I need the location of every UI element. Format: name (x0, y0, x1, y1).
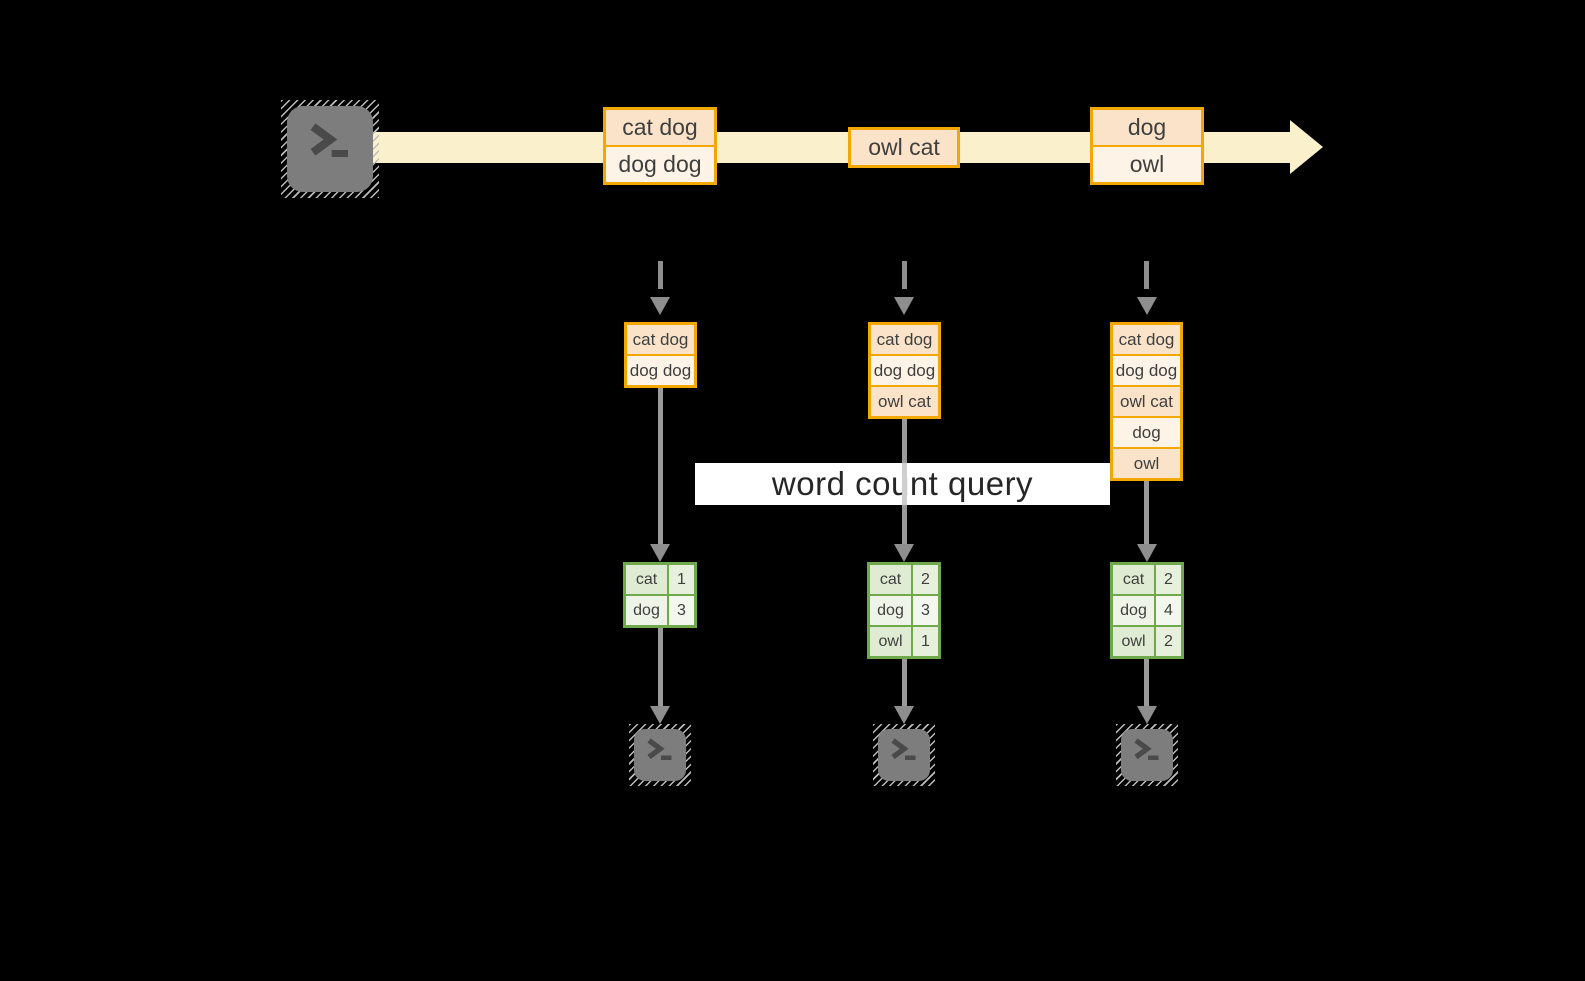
state-cell: cat dog (627, 325, 694, 354)
ingest-arrow-head (894, 297, 914, 315)
state-cell: owl cat (871, 387, 938, 416)
word-cell: cat (870, 565, 911, 594)
ingest-arrow-head (1137, 297, 1157, 315)
count-cell: 3 (669, 596, 694, 625)
output-arrow-line (902, 658, 907, 706)
count-cell: 2 (913, 565, 938, 594)
stream-event-cell: dog dog (606, 147, 714, 182)
state-box: cat dog dog dog owl cat (868, 322, 941, 419)
stream-event-box: dog owl (1090, 107, 1204, 185)
terminal-screen (634, 729, 686, 781)
output-arrow-head (1137, 706, 1157, 724)
word-count-table: cat 1 dog 3 (623, 562, 697, 628)
word-count-table: cat 2 dog 3 owl 1 (867, 562, 941, 659)
query-arrow-line (658, 387, 663, 544)
table-row: cat 1 (626, 565, 694, 594)
query-arrow-line-overlap (902, 463, 907, 505)
stream-event-box: owl cat (848, 127, 960, 168)
state-box: cat dog dog dog owl cat dog owl (1110, 322, 1183, 481)
ingest-arrow-dash (902, 261, 907, 289)
count-cell: 2 (1156, 627, 1181, 656)
table-row: cat 2 (870, 565, 938, 594)
query-arrow-head (1137, 544, 1157, 562)
terminal-screen (878, 729, 930, 781)
state-cell: dog dog (627, 356, 694, 385)
output-arrow-head (894, 706, 914, 724)
stream-event-cell: owl cat (851, 130, 957, 165)
state-cell: cat dog (1113, 325, 1180, 354)
source-terminal-icon (281, 100, 379, 198)
stream-event-cell: owl (1093, 147, 1201, 182)
stream-event-cell: dog (1093, 110, 1201, 145)
query-arrow-head (650, 544, 670, 562)
output-terminal-icon (1116, 724, 1178, 786)
terminal-screen (287, 106, 373, 192)
state-cell: cat dog (871, 325, 938, 354)
table-row: dog 3 (626, 596, 694, 625)
terminal-prompt-icon (891, 738, 916, 760)
ingest-arrow-head (650, 297, 670, 315)
terminal-prompt-icon (1134, 738, 1159, 760)
table-row: dog 3 (870, 596, 938, 625)
word-cell: dog (626, 596, 667, 625)
count-cell: 1 (913, 627, 938, 656)
ingest-arrow-dash (1144, 261, 1149, 289)
table-row: owl 2 (1113, 627, 1181, 656)
output-arrow-line (1144, 658, 1149, 706)
state-cell: dog dog (871, 356, 938, 385)
word-cell: dog (1113, 596, 1154, 625)
state-cell: owl cat (1113, 387, 1180, 416)
output-terminal-icon (873, 724, 935, 786)
terminal-prompt-icon (647, 738, 672, 760)
state-cell: dog dog (1113, 356, 1180, 385)
output-arrow-line (658, 627, 663, 706)
state-cell: owl (1113, 449, 1180, 478)
query-arrow-line (1144, 479, 1149, 544)
terminal-screen (1121, 729, 1173, 781)
terminal-prompt-icon (310, 123, 348, 157)
count-cell: 3 (913, 596, 938, 625)
table-row: dog 4 (1113, 596, 1181, 625)
stream-event-box: cat dog dog dog (603, 107, 717, 185)
stream-event-cell: cat dog (606, 110, 714, 145)
table-row: cat 2 (1113, 565, 1181, 594)
count-cell: 1 (669, 565, 694, 594)
count-cell: 4 (1156, 596, 1181, 625)
word-cell: dog (870, 596, 911, 625)
word-cell: cat (626, 565, 667, 594)
state-cell: dog (1113, 418, 1180, 447)
ingest-arrow-dash (658, 261, 663, 289)
count-cell: 2 (1156, 565, 1181, 594)
output-arrow-head (650, 706, 670, 724)
state-box: cat dog dog dog (624, 322, 697, 388)
word-cell: cat (1113, 565, 1154, 594)
query-arrow-head (894, 544, 914, 562)
word-cell: owl (870, 627, 911, 656)
stream-arrow-head (1290, 120, 1323, 174)
word-cell: owl (1113, 627, 1154, 656)
word-count-table: cat 2 dog 4 owl 2 (1110, 562, 1184, 659)
output-terminal-icon (629, 724, 691, 786)
table-row: owl 1 (870, 627, 938, 656)
